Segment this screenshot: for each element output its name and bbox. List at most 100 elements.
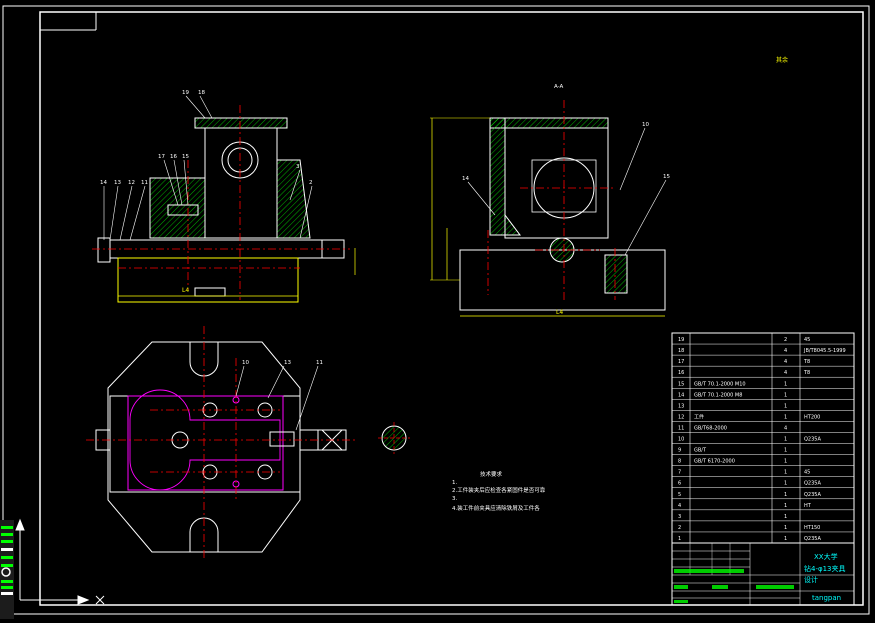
settings-gear-icon[interactable] bbox=[1, 567, 11, 577]
bom-cell-no: 8 bbox=[678, 459, 681, 465]
front-left-support bbox=[149, 177, 206, 239]
bom-cell-material: HT150 bbox=[804, 525, 820, 531]
bom-cell-qty: 4 bbox=[784, 370, 787, 376]
plan-label: 13 bbox=[284, 360, 291, 366]
title-block: XX大学 钻4-φ13夹具 设计 tangpan bbox=[671, 542, 855, 606]
front-label: 3 bbox=[296, 164, 300, 170]
sheet-inner-border bbox=[39, 11, 864, 606]
bom-cell-name: GB/T bbox=[694, 448, 707, 454]
bom-cell-qty: 4 bbox=[784, 425, 787, 431]
bom-cell-material: Q235A bbox=[804, 437, 821, 443]
bom-cell-no: 19 bbox=[678, 337, 684, 343]
plan-screw-right bbox=[269, 431, 295, 447]
section-right-clamp bbox=[604, 254, 628, 294]
tech-req-title: 技术要求 bbox=[480, 470, 503, 478]
bom-cell-material: HT bbox=[804, 503, 812, 509]
bom-cell-qty: 1 bbox=[784, 481, 787, 487]
bom-cell-name: GB/T 70.1-2000 M8 bbox=[694, 392, 742, 398]
tech-req-line: 1. bbox=[452, 480, 457, 486]
front-top-plate bbox=[194, 117, 288, 129]
bom-cell-no: 17 bbox=[678, 359, 684, 365]
bom-cell-name: GB/T 6170-2000 bbox=[694, 459, 735, 465]
front-label: 19 bbox=[182, 90, 189, 96]
bom-cell-material: 45 bbox=[804, 337, 810, 343]
toolbar-panel-icon bbox=[0, 520, 14, 619]
bom-cell-no: 1 bbox=[678, 536, 681, 542]
bom-cell-no: 3 bbox=[678, 514, 681, 520]
section-label: 14 bbox=[462, 176, 469, 182]
bom-cell-qty: 4 bbox=[784, 348, 787, 354]
bom-cell-name: GB/T68-2000 bbox=[694, 425, 727, 431]
tech-req-line: 4.装工件前夹具应清除铁屑及工件各 bbox=[452, 504, 540, 512]
bom-cell-qty: 2 bbox=[784, 337, 787, 343]
bom-cell-qty: 1 bbox=[784, 514, 787, 520]
title-designer: tangpan bbox=[812, 594, 841, 602]
title-drawing-name: 钻4-φ13夹具 bbox=[804, 564, 846, 573]
bom-cell-no: 16 bbox=[678, 370, 684, 376]
title-frame bbox=[671, 542, 855, 606]
section-body bbox=[504, 127, 609, 239]
bom-cell-material: Q235A bbox=[804, 492, 821, 498]
front-view: L4 19 18 17 16 15 14 13 12 11 3 2 bbox=[92, 90, 356, 303]
bom-cell-qty: 1 bbox=[784, 437, 787, 443]
roughness-note: 其余 bbox=[776, 56, 788, 64]
front-label: 18 bbox=[198, 90, 205, 96]
title-green-cell bbox=[712, 585, 728, 589]
bom-cell-no: 11 bbox=[678, 425, 684, 431]
plan-leaders bbox=[235, 365, 319, 431]
front-label: 2 bbox=[309, 180, 313, 186]
left-tool-palette[interactable] bbox=[0, 520, 14, 619]
front-label: 12 bbox=[128, 180, 135, 186]
bom-cell-qty: 1 bbox=[784, 381, 787, 387]
bom-cell-qty: 1 bbox=[784, 403, 787, 409]
bom-cell-qty: 1 bbox=[784, 470, 787, 476]
bom-cell-no: 18 bbox=[678, 348, 684, 354]
bom-cell-no: 5 bbox=[678, 492, 681, 498]
title-green-cell bbox=[674, 600, 688, 603]
bom-cell-name: GB/T 70.1-2000 M10 bbox=[694, 381, 746, 387]
bom-cell-no: 7 bbox=[678, 470, 681, 476]
front-bolt-head bbox=[97, 237, 111, 263]
bom-cell-material: Q235A bbox=[804, 536, 821, 542]
bom-cell-material: Q235A bbox=[804, 481, 821, 487]
bom-cell-qty: 1 bbox=[784, 492, 787, 498]
bom-cell-no: 13 bbox=[678, 403, 684, 409]
bom-cell-no: 2 bbox=[678, 525, 681, 531]
bom-cell-no: 15 bbox=[678, 381, 684, 387]
title-green-cell bbox=[674, 585, 688, 589]
bom-cell-material: JB/T8045.5-1999 bbox=[803, 348, 846, 354]
bom-cell-material: T8 bbox=[803, 359, 810, 365]
front-base bbox=[117, 257, 299, 303]
section-dim-text: L4 bbox=[556, 309, 563, 316]
bom-cell-no: 4 bbox=[678, 503, 681, 509]
tech-req-line: 2.工件装夹后应检查各紧固件是否可靠 bbox=[452, 486, 546, 494]
bom-cell-no: 10 bbox=[678, 437, 684, 443]
title-green-cell bbox=[756, 585, 794, 589]
ucs-icon bbox=[15, 518, 105, 605]
bom-cell-qty: 1 bbox=[784, 448, 787, 454]
section-label: 10 bbox=[642, 122, 649, 128]
front-label: 15 bbox=[182, 154, 189, 160]
bom-cell-qty: 1 bbox=[784, 536, 787, 542]
bom-cell-qty: 4 bbox=[784, 359, 787, 365]
bom-cell-qty: 1 bbox=[784, 525, 787, 531]
bom-cell-qty: 1 bbox=[784, 414, 787, 420]
section-top-plate bbox=[489, 117, 609, 129]
plan-label: 11 bbox=[316, 360, 323, 366]
title-drawing-name-2: 设计 bbox=[804, 575, 818, 584]
front-leaders bbox=[103, 95, 313, 241]
front-label: 13 bbox=[114, 180, 121, 186]
plan-view: 13 11 10 bbox=[86, 326, 410, 560]
bom-cell-no: 14 bbox=[678, 392, 684, 398]
title-green-cell bbox=[674, 569, 744, 573]
plan-clamp-arm bbox=[129, 389, 281, 491]
front-label: 17 bbox=[158, 154, 165, 160]
front-label: 11 bbox=[141, 180, 148, 186]
plan-workpiece bbox=[127, 395, 284, 491]
bom-cell-qty: 1 bbox=[784, 459, 787, 465]
bom-cell-no: 9 bbox=[678, 448, 681, 454]
bom-cell-material: HT200 bbox=[804, 414, 820, 420]
